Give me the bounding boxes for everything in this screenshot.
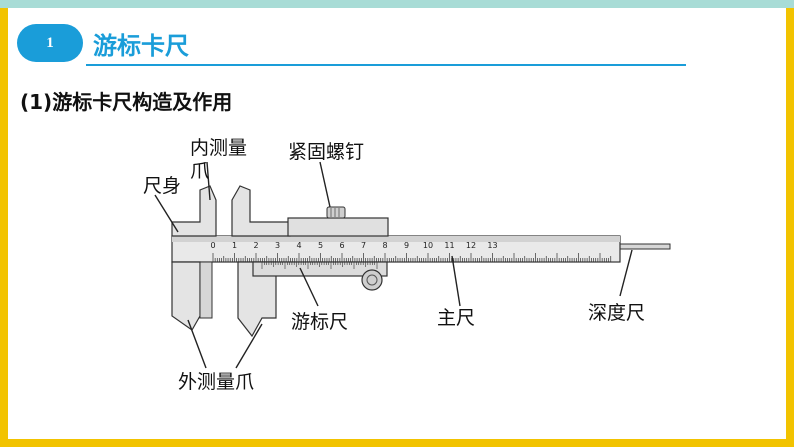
- scale-number: 11: [444, 241, 454, 250]
- slider-housing: [287, 217, 389, 237]
- scale-number: 6: [339, 241, 344, 250]
- section-number: 1: [46, 35, 54, 51]
- scale-number: 7: [361, 241, 366, 250]
- locking-screw: [326, 206, 346, 219]
- subtitle: (1)游标卡尺构造及作用: [20, 90, 233, 114]
- outer-jaw-fixed: [171, 261, 201, 331]
- slide-card: [8, 8, 786, 439]
- inner-jaw-fixed: [171, 185, 217, 237]
- thumb-wheel: [361, 269, 383, 291]
- scale-number: 8: [382, 241, 387, 250]
- label-outer-jaws: 外测量爪: [178, 371, 255, 393]
- leader-lines: [154, 161, 633, 369]
- section-title: 游标卡尺: [93, 32, 189, 60]
- scale-number: 0: [210, 241, 215, 250]
- scale-number: 1: [232, 241, 237, 250]
- label-body: 尺身: [143, 175, 182, 197]
- scale-number: 2: [253, 241, 258, 250]
- scale-number: 9: [404, 241, 409, 250]
- inner-jaw-sliding: [231, 185, 291, 237]
- depth-rod: [614, 243, 671, 250]
- label-inner-jaws-line2: 爪: [190, 160, 210, 182]
- label-main-scale: 主尺: [437, 307, 476, 329]
- scale-number: 12: [466, 241, 476, 250]
- label-vernier: 游标尺: [291, 311, 349, 333]
- scale-number: 13: [487, 241, 497, 250]
- scale-number: 4: [296, 241, 301, 250]
- scale-number: 5: [318, 241, 323, 250]
- vernier-slider: [252, 261, 388, 277]
- section-number-badge: 1: [17, 24, 83, 62]
- scale-number: 10: [423, 241, 433, 250]
- label-locking-screw: 紧固螺钉: [288, 141, 365, 163]
- label-inner-jaws-line1: 内测量: [190, 137, 248, 159]
- label-depth-rod: 深度尺: [588, 302, 646, 324]
- main-scale-ticks: [212, 253, 612, 262]
- vernier-ticks: [261, 262, 378, 269]
- scale-number: 3: [275, 241, 280, 250]
- top-band: [0, 0, 794, 8]
- title-underline: [86, 64, 686, 66]
